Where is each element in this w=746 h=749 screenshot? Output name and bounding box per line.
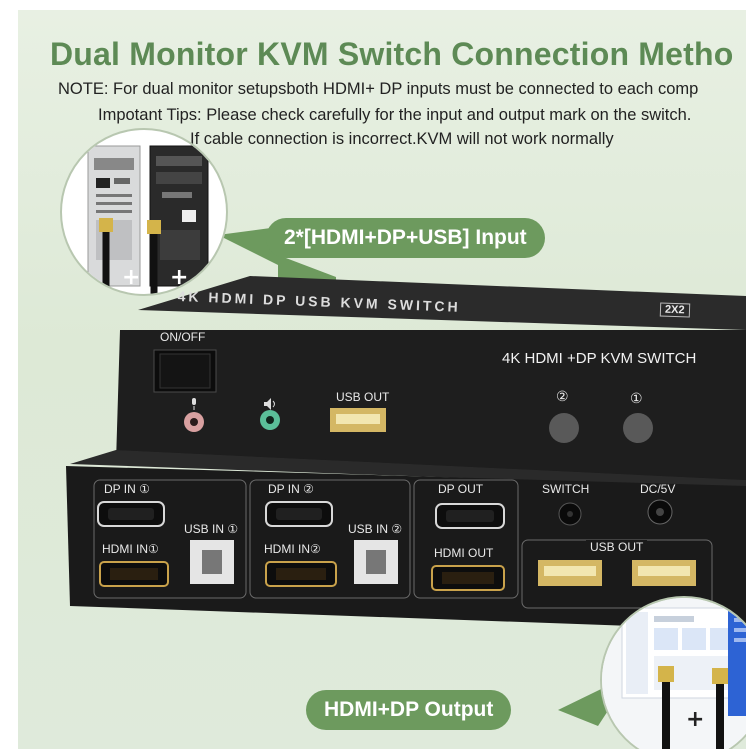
product-canvas: Dual Monitor KVM Switch Connection Metho… [18,10,746,749]
input-callout-pointer [218,227,336,285]
select-pc-2-button[interactable] [549,413,579,443]
button-2-label: ② [556,388,569,404]
plus-mark-1: + [122,265,140,290]
kvm-switch-device [66,276,746,630]
mic-icon [190,398,198,413]
dc-5v-label: DC/5V [640,482,676,496]
speaker-icon [264,398,278,413]
hdmi-out-label: HDMI OUT [434,546,494,560]
dp-in-1-label: DP IN ① [104,482,150,496]
hdmi-in-2-label: HDMI IN② [264,542,321,556]
switch-label: SWITCH [542,482,590,496]
note-line-2: Impotant Tips: Please check carefully fo… [98,106,692,124]
output-callout: HDMI+DP Output [306,690,512,730]
usb-in-1-label: USB IN ① [184,522,239,536]
select-pc-1-button[interactable] [623,413,653,443]
device-top-badge: 2X2 [659,302,690,318]
plus-mark-output: + [686,707,704,732]
on-off-label: ON/OFF [160,330,206,344]
monitor-cables-photo: + [600,596,746,749]
page-title: Dual Monitor KVM Switch Connection Metho [50,36,734,72]
device-model-label: 4K HDMI +DP KVM SWITCH [502,350,697,367]
dp-out-label: DP OUT [438,482,484,496]
button-1-label: ① [630,390,643,406]
usb-in-2-label: USB IN ② [348,522,403,536]
pc-towers-photo: + + [60,128,228,296]
dp-in-2-label: DP IN ② [268,482,314,496]
back-usb-out-label: USB OUT [586,540,648,554]
hdmi-in-1-label: HDMI IN① [102,542,159,556]
note-line-3: If cable connection is incorrect.KVM wil… [190,130,614,148]
front-usb-out-label: USB OUT [336,390,390,404]
input-callout: 2*[HDMI+DP+USB] Input [266,218,545,258]
power-switch[interactable] [154,350,216,392]
note-line-1: NOTE: For dual monitor setupsboth HDMI+ … [58,80,699,98]
